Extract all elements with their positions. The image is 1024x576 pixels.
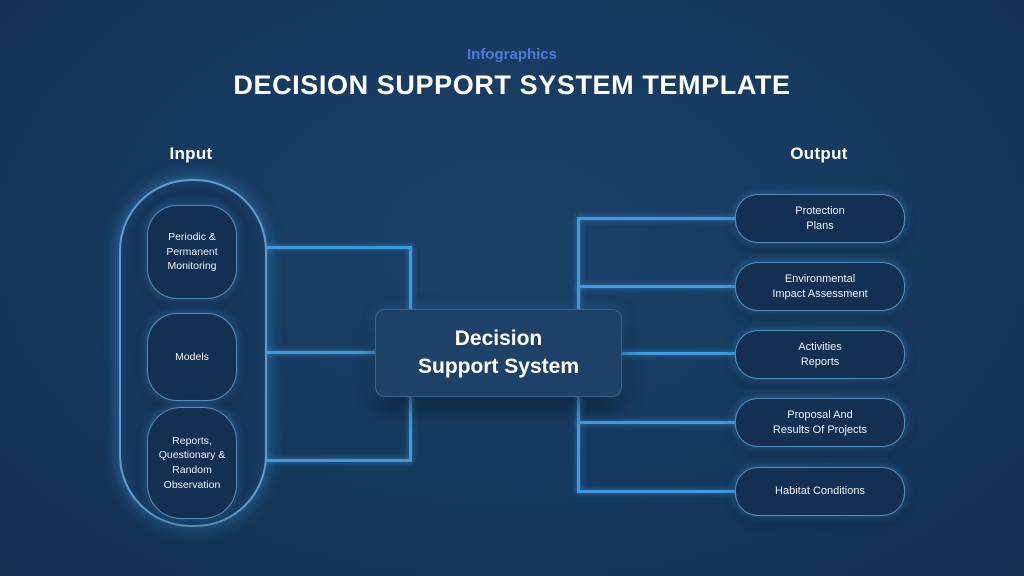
output-node-label: Proposal And Results Of Projects [772,408,868,436]
connector-output-protection-plans [577,217,737,220]
output-node-environmental-impact: Environmental Impact Assessment [735,262,905,311]
output-node-protection-plans: Protection Plans [735,194,905,243]
connector-input-reports [252,459,412,462]
input-node-periodic-monitoring: Periodic & Permanent Monitoring [147,205,237,299]
output-node-proposal-results: Proposal And Results Of Projects [735,398,905,447]
output-node-habitat-conditions: Habitat Conditions [735,467,905,516]
connector-output-activities [577,352,737,355]
input-node-reports-observation: Reports, Questionary & Random Observatio… [147,407,237,519]
input-group-container: Periodic & Permanent Monitoring Models R… [119,179,267,527]
output-column-label: Output [790,144,848,163]
output-node-activities-reports: Activities Reports [735,330,905,379]
output-node-label: Activities Reports [798,340,842,368]
input-column-label: Input [169,144,213,163]
input-node-label: Models [175,350,209,363]
page-title: DECISION SUPPORT SYSTEM TEMPLATE [233,70,791,100]
connector-output-proposal [577,421,737,424]
connector-output-environmental [577,285,737,288]
eyebrow-label: Infographics [466,46,557,63]
input-node-label: Periodic & Permanent Monitoring [166,230,218,273]
output-node-label: Habitat Conditions [775,485,865,498]
connector-input-monitoring [252,246,412,249]
input-node-label: Reports, Questionary & Random Observatio… [158,434,226,491]
output-node-label: Environmental Impact Assessment [772,272,868,300]
connector-output-habitat [577,490,737,493]
input-node-models: Models [147,313,237,401]
center-node-label: Decision Support System [417,326,580,378]
output-node-label: Protection Plans [795,204,845,232]
connector-input-models [252,351,378,354]
center-node-decision-support-system: Decision Support System [375,309,622,397]
